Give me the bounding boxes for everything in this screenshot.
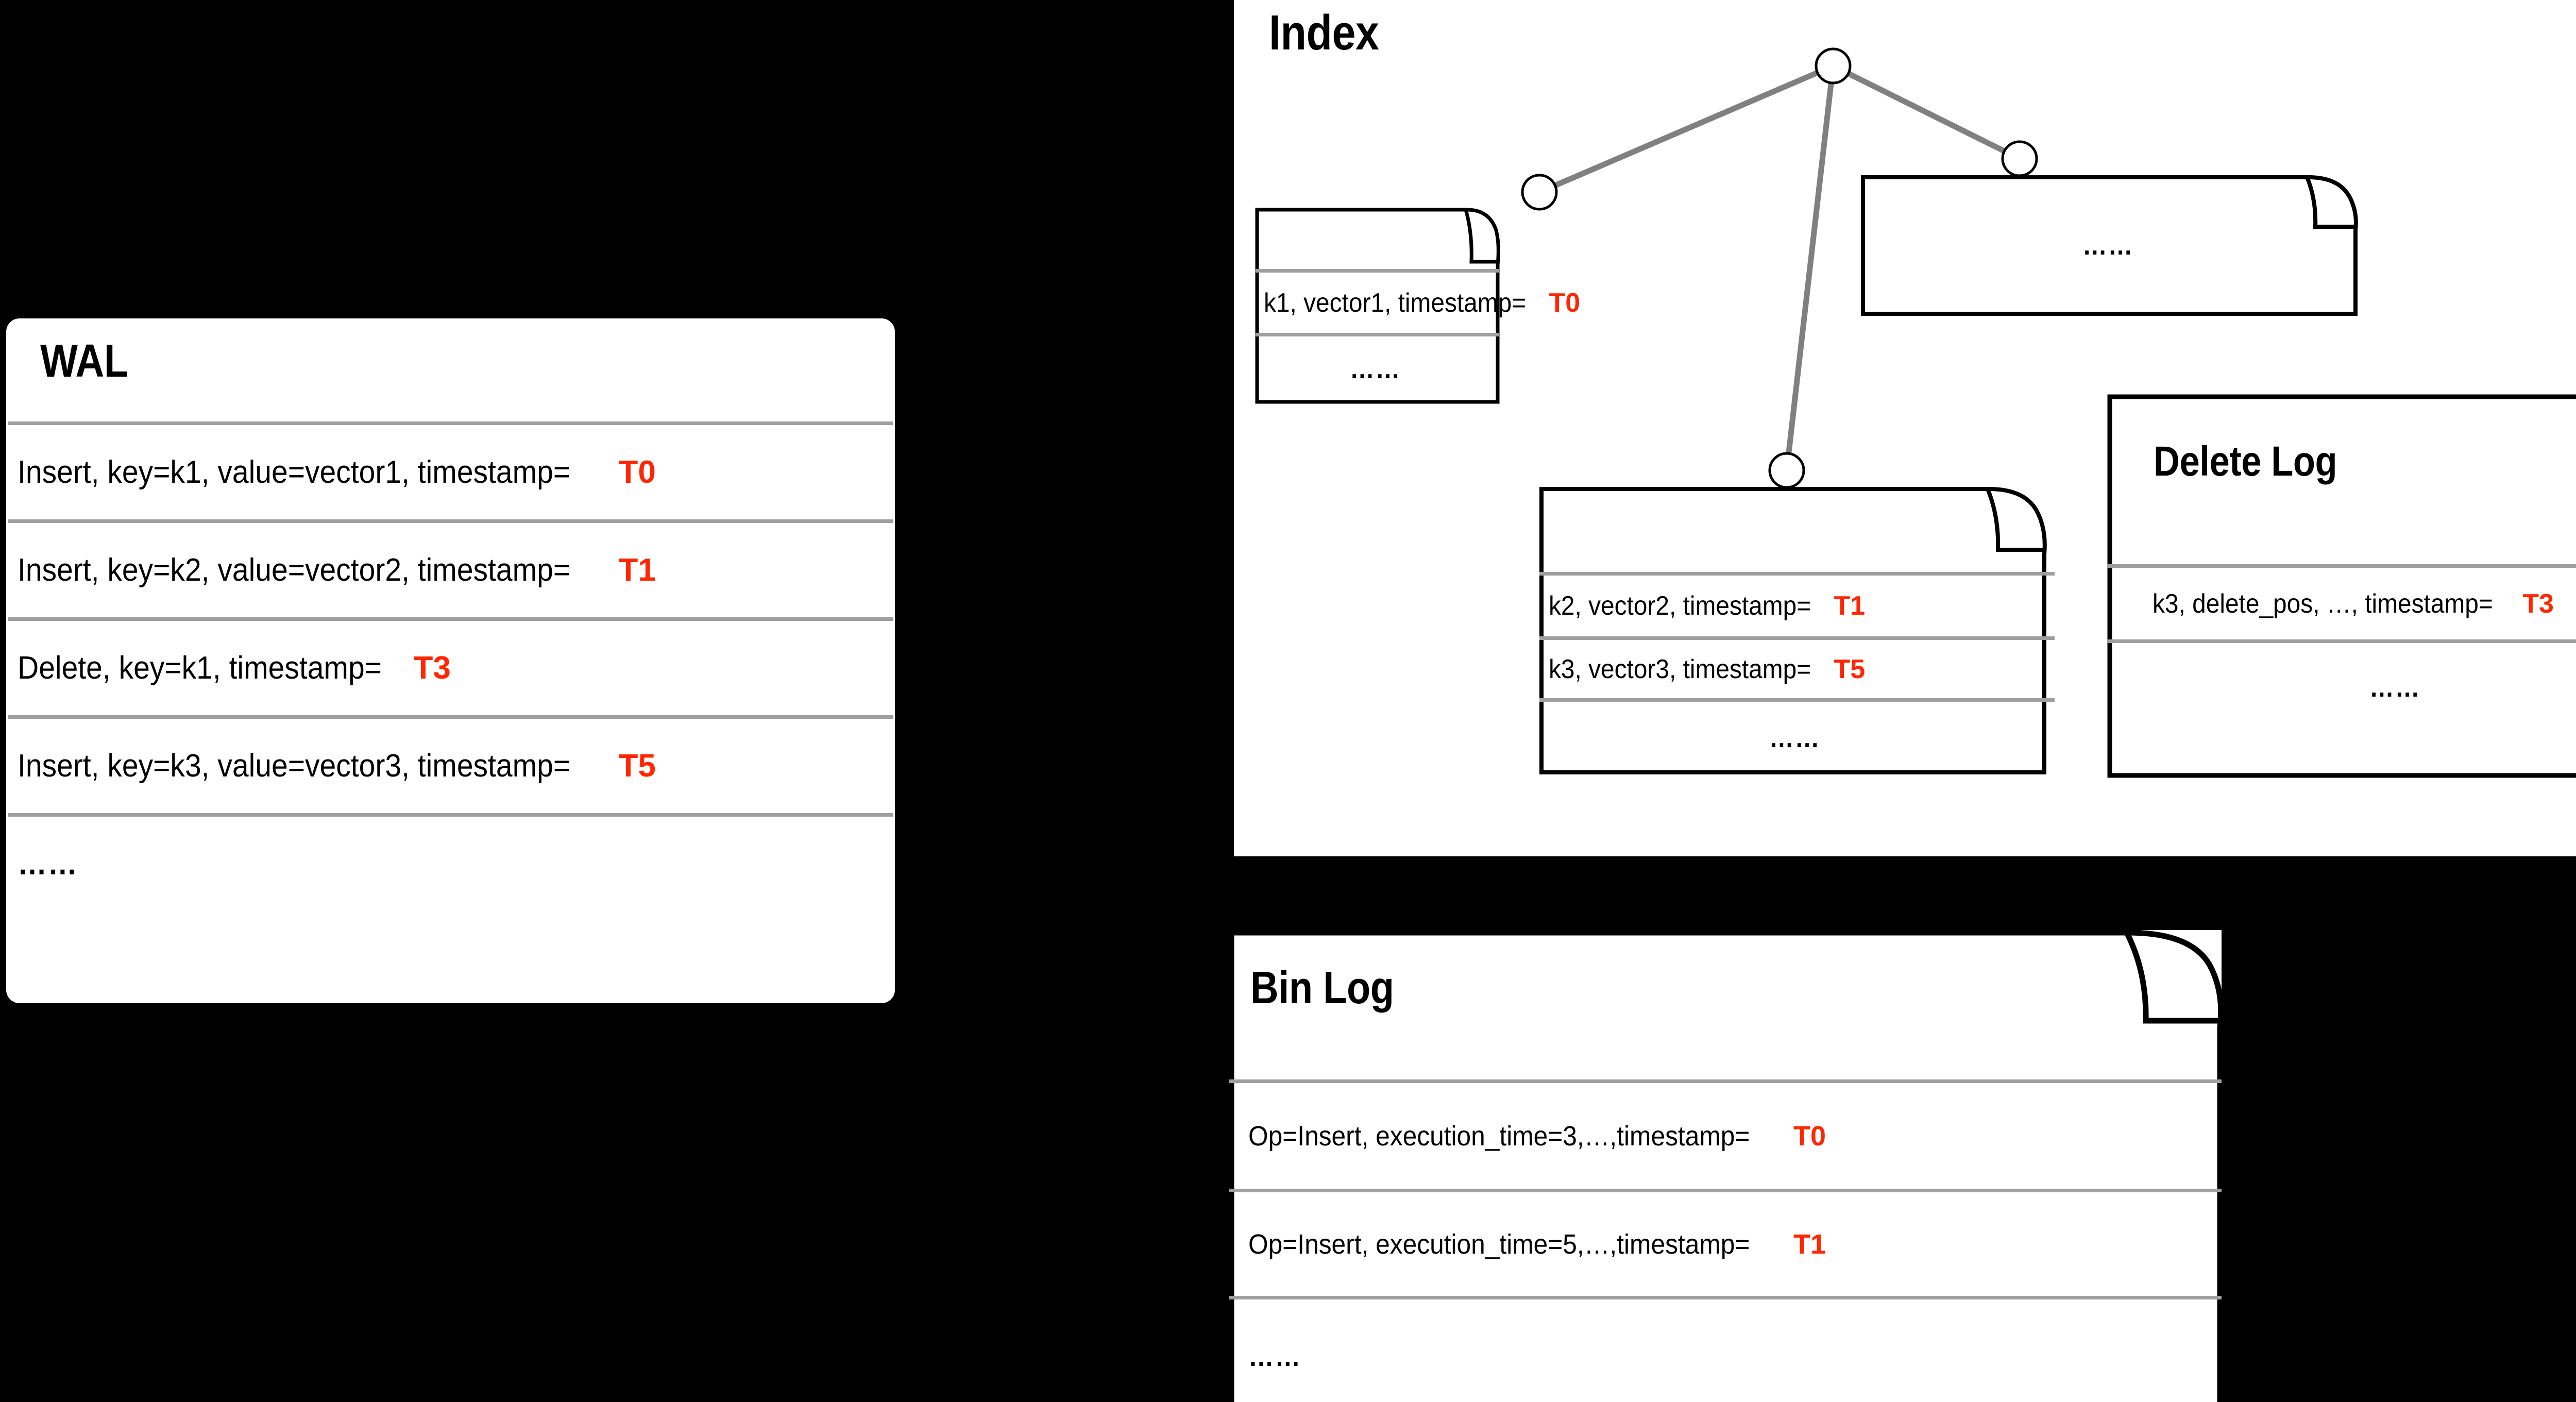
leaf-row-text: k1, vector1, timestamp= bbox=[1264, 288, 1527, 318]
wal-row: Insert, key=k3, value=vector3, timestamp… bbox=[8, 715, 893, 813]
index-title: Index bbox=[1269, 5, 1379, 60]
wal-row: Insert, key=k1, value=vector1, timestamp… bbox=[8, 421, 893, 519]
wal-row: Delete, key=k1, timestamp= T3 bbox=[8, 617, 893, 715]
wal-card: WAL Insert, key=k1, value=vector1, times… bbox=[6, 318, 895, 1003]
bin-log-card: Bin Log Op=Insert, execution_time=3,…,ti… bbox=[1228, 930, 2224, 1402]
index-leaf-k2k3: k2, vector2, timestamp= T1 k3, vector3, t… bbox=[1539, 487, 2055, 774]
index-leaf-ellipsis: …… bbox=[1861, 175, 2360, 316]
leaf-row: k1, vector1, timestamp= T0 bbox=[1256, 269, 1580, 333]
wal-row: …… bbox=[8, 813, 893, 911]
wal-row: Insert, key=k2, value=vector2, timestamp… bbox=[8, 519, 893, 617]
wal-title: WAL bbox=[40, 335, 128, 387]
leaf-row: k3, vector3, timestamp= T5 bbox=[1539, 636, 2055, 698]
bin-log-row: …… bbox=[1229, 1296, 2222, 1402]
leaf-row-timestamp: T0 bbox=[1549, 288, 1581, 318]
delete-log-row: …… bbox=[2107, 639, 2576, 732]
bin-log-row-text: …… bbox=[1248, 1341, 1302, 1372]
delete-log-row-text: …… bbox=[2369, 672, 2420, 703]
wal-row-timestamp: T0 bbox=[618, 454, 656, 490]
leaf-row-timestamp: T5 bbox=[1834, 654, 1866, 684]
bin-log-row: Op=Insert, execution_time=3,…,timestamp=… bbox=[1229, 1079, 2222, 1189]
leaf-row-text: …… bbox=[1769, 723, 1821, 753]
delete-log-row: k3, delete_pos, …, timestamp= T3 bbox=[2107, 564, 2576, 639]
index-leaf-k1: k1, vector1, timestamp= T0 …… bbox=[1255, 208, 1580, 404]
leaf-row-timestamp: T1 bbox=[1834, 591, 1866, 621]
delete-log-title: Delete Log bbox=[2154, 438, 2337, 485]
leaf-row: …… bbox=[1539, 698, 2055, 774]
wal-row-text: Insert, key=k1, value=vector1, timestamp… bbox=[18, 454, 571, 490]
bin-log-row-text: Op=Insert, execution_time=5,…,timestamp= bbox=[1248, 1228, 1750, 1260]
bin-log-row-text: Op=Insert, execution_time=3,…,timestamp= bbox=[1248, 1120, 1750, 1152]
leaf-row: …… bbox=[1256, 333, 1499, 402]
wal-row-timestamp: T3 bbox=[413, 650, 451, 686]
delete-log-row-text: k3, delete_pos, …, timestamp= bbox=[2153, 588, 2493, 619]
bin-log-title: Bin Log bbox=[1250, 962, 1394, 1013]
leaf-row-text: …… bbox=[1349, 354, 1401, 384]
bin-log-row-timestamp: T0 bbox=[1793, 1120, 1826, 1152]
leaf-row-text: …… bbox=[2082, 230, 2134, 261]
leaf-row: k2, vector2, timestamp= T1 bbox=[1539, 572, 2055, 636]
wal-row-text: Delete, key=k1, timestamp= bbox=[18, 650, 382, 686]
bin-log-row: Op=Insert, execution_time=5,…,timestamp=… bbox=[1229, 1189, 2222, 1296]
wal-row-timestamp: T1 bbox=[618, 552, 656, 588]
wal-row-text: Insert, key=k2, value=vector2, timestamp… bbox=[18, 552, 571, 588]
leaf-row-text: k2, vector2, timestamp= bbox=[1549, 591, 1811, 621]
wal-row-text: …… bbox=[18, 846, 78, 882]
wal-row-text: Insert, key=k3, value=vector3, timestamp… bbox=[18, 748, 571, 784]
bin-log-row-timestamp: T1 bbox=[1793, 1228, 1826, 1260]
wal-row-timestamp: T5 bbox=[618, 748, 656, 784]
delete-log-row-timestamp: T3 bbox=[2522, 588, 2554, 619]
leaf-row-text: k3, vector3, timestamp= bbox=[1549, 654, 1811, 684]
delete-log-card: Delete Log k3, delete_pos, …, timestamp=… bbox=[2107, 394, 2576, 778]
leaf-row: …… bbox=[1861, 175, 2360, 316]
